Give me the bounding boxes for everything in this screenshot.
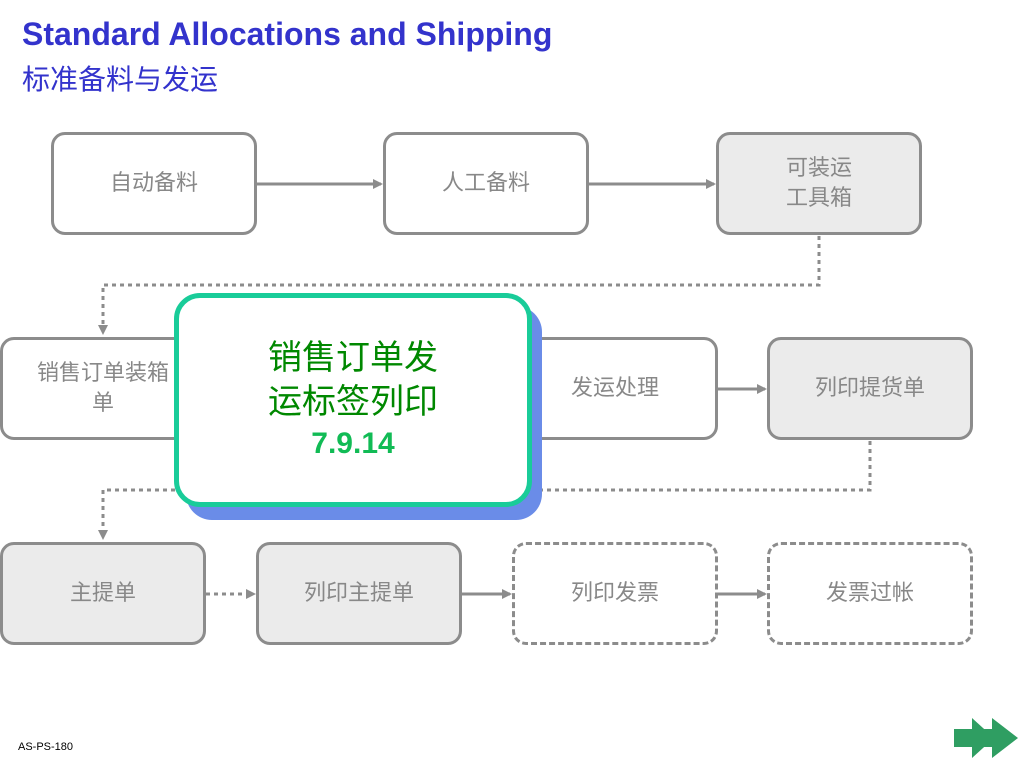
node-manual-allocation: 人工备料 — [383, 132, 589, 235]
highlight-line-1: 销售订单发 — [268, 338, 438, 378]
highlight-node-shipping-label-print: 销售订单发 运标签列印 7.9.14 — [174, 293, 532, 507]
node-print-bill-of-lading: 列印提货单 — [767, 337, 973, 440]
page-title: Standard Allocations and Shipping — [22, 16, 553, 52]
highlight-number: 7.9.14 — [311, 427, 395, 460]
node-master-bill-of-lading: 主提单 — [0, 542, 206, 645]
dotted-toolbox-to-packslip — [98, 236, 821, 335]
node-pack-slip: 销售订单装箱 单 — [0, 337, 206, 440]
slide-code: AS-PS-180 — [18, 741, 74, 753]
node-ship-processing: 发运处理 — [512, 337, 718, 440]
page-subtitle: 标准备料与发运 — [22, 63, 219, 96]
node-auto-allocation: 自动备料 — [51, 132, 257, 235]
node-shippable-toolbox: 可装运 工具箱 — [716, 132, 922, 235]
node-invoice-post: 发票过帐 — [767, 542, 973, 645]
node-print-master-bol: 列印主提单 — [256, 542, 462, 645]
highlight-line-2: 运标签列印 — [268, 382, 438, 422]
next-arrow-icon[interactable] — [952, 712, 1022, 764]
node-print-invoice: 列印发票 — [512, 542, 718, 645]
